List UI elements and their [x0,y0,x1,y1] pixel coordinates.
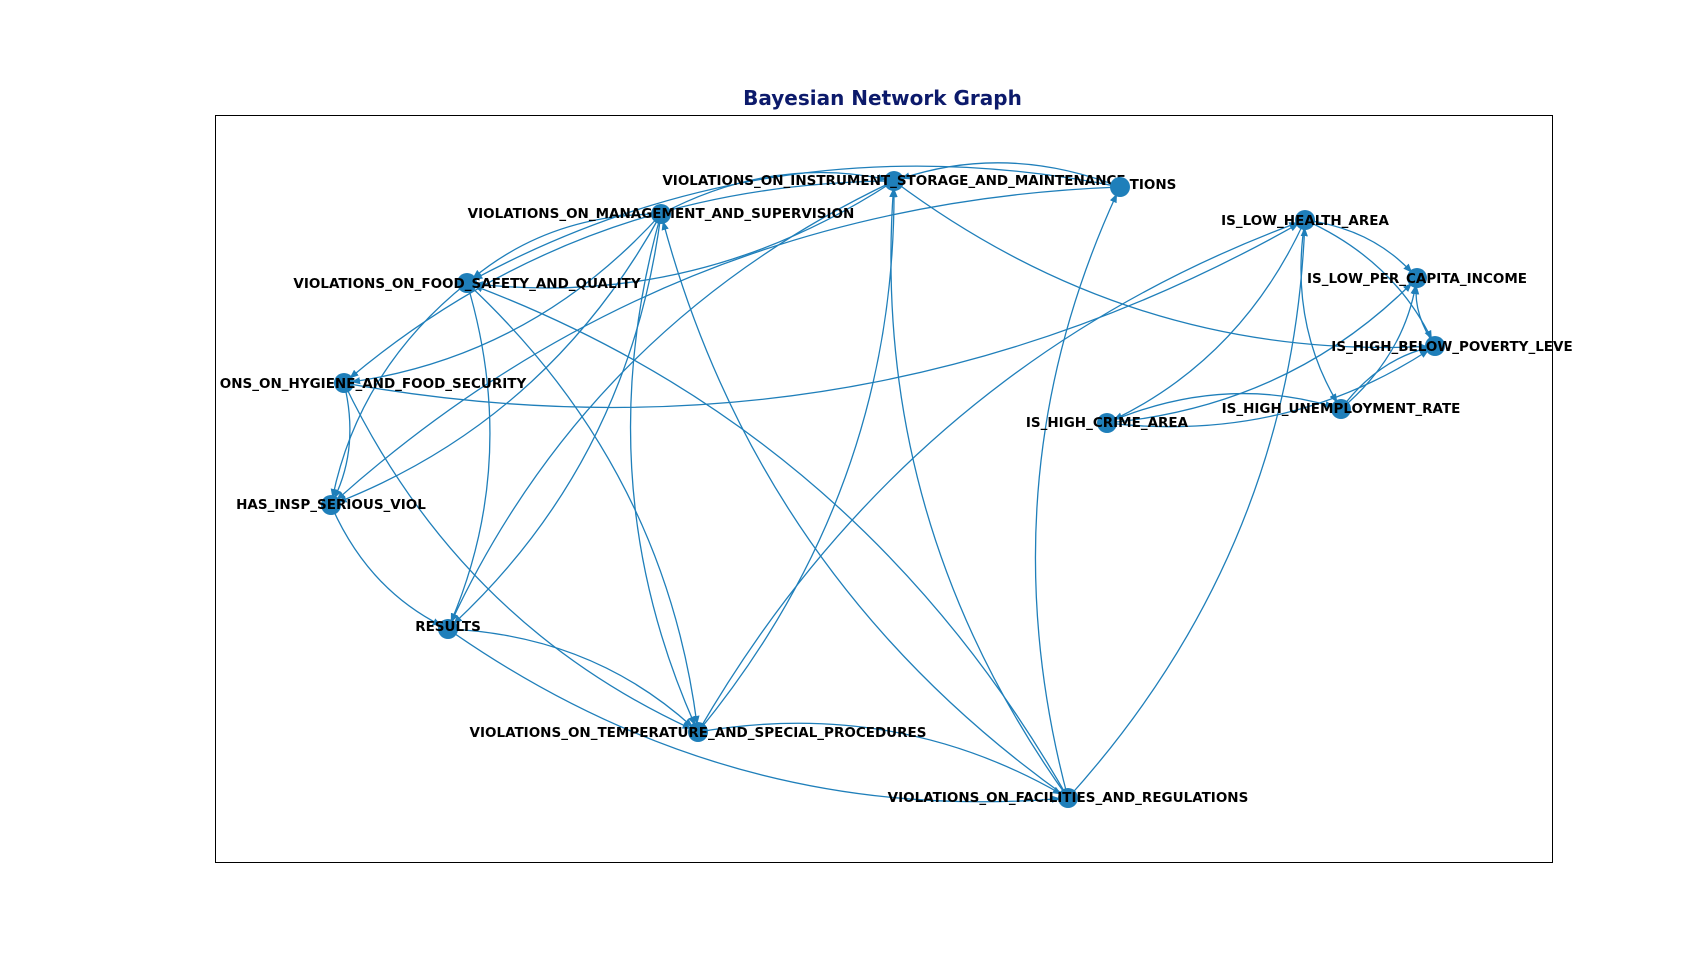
graph-title: Bayesian Network Graph [743,86,1022,110]
graph-node [438,619,458,639]
edge-n1-n4 [337,213,662,503]
graph-node [321,495,341,515]
edge-n9-n12 [1300,219,1338,403]
edge-n7-n8 [1034,193,1118,799]
edge-n2-n5 [450,282,491,623]
edge-n3-n4 [333,382,351,499]
edge-n1-n0 [660,171,888,215]
node-label: ONS_ON_HYGIENE_AND_FOOD_SECURITY [220,376,527,392]
edge-n6-n0 [697,188,898,733]
edge-n0-n5 [450,180,895,623]
node-label: IS_HIGH_CRIME_AREA [1026,415,1189,431]
edge-n1-n6 [629,213,696,726]
edge-n8-n0 [900,162,1121,188]
edge-n13-n12 [1106,392,1335,424]
edge-n8-n2 [473,165,1121,280]
edge-n0-n2 [474,180,895,289]
edge-n4-n5 [330,504,442,626]
node-label: IS_LOW_PER_CAPITA_INCOME [1307,271,1527,287]
graph-node [688,722,708,742]
graph-node [1331,399,1351,419]
edge-n7-n9 [1067,227,1308,799]
edge-n12-n11 [1340,346,1429,410]
edge-n1-n5 [453,213,662,625]
node-label: RESULTS [415,619,481,635]
graph-node [1110,177,1130,197]
edge-n5-n6 [447,628,693,728]
edge-n1-n2 [472,213,662,279]
edge-n0-n11 [893,180,1428,351]
edge-n5-n7 [447,628,1061,803]
edge-n0-n3 [349,180,895,379]
edge-n13-n10 [1106,283,1412,424]
graph-node [1407,268,1427,288]
node-label: TIONS [1130,177,1177,193]
edge-n8-n4 [336,186,1121,501]
node-label: IS_HIGH_UNEMPLOYMENT_RATE [1222,401,1461,417]
edge-n2-n4 [330,282,468,499]
edge-n1-n3 [351,213,662,385]
node-label: VIOLATIONS_ON_FOOD_SAFETY_AND_QUALITY [293,276,640,292]
edge-n9-n10 [1304,219,1413,273]
node-label: VIOLATIONS_ON_INSTRUMENT_STORAGE_AND_MAI… [662,173,1125,189]
graph-node [1295,210,1315,230]
plot-frame [215,115,1553,863]
graph-node [457,273,477,293]
node-label: VIOLATIONS_ON_MANAGEMENT_AND_SUPERVISION [468,206,855,222]
node-label: IS_HIGH_BELOW_POVERTY_LEVE [1331,339,1572,355]
edges-layer [330,162,1436,803]
edge-n3-n6 [343,382,692,730]
graph-node [1425,336,1445,356]
graph-node [1097,413,1117,433]
graph-node [334,373,354,393]
edge-n7-n2 [473,285,1069,799]
edge-n7-n1 [661,220,1069,799]
graph-node [1058,788,1078,808]
edge-n13-n11 [1106,349,1430,428]
graph-node [884,171,904,191]
node-label: VIOLATIONS_ON_FACILITIES_AND_REGULATIONS [888,790,1249,806]
edge-n9-n13 [1113,219,1306,421]
edge-n6-n7 [697,722,1062,795]
graph-node [651,204,671,224]
nodes-layer: VIOLATIONS_ON_INSTRUMENT_STORAGE_AND_MAI… [220,171,1573,808]
edge-n3-n9 [343,223,1299,409]
node-label: HAS_INSP_SERIOUS_VIOL [236,497,426,513]
edge-n2-n6 [466,282,700,725]
node-label: IS_LOW_HEALTH_AREA [1221,213,1389,229]
edge-n7-n0 [889,188,1069,799]
node-label: VIOLATIONS_ON_TEMPERATURE_AND_SPECIAL_PR… [470,725,927,741]
edge-n6-n9 [697,222,1299,733]
edge-n12-n10 [1340,284,1418,410]
